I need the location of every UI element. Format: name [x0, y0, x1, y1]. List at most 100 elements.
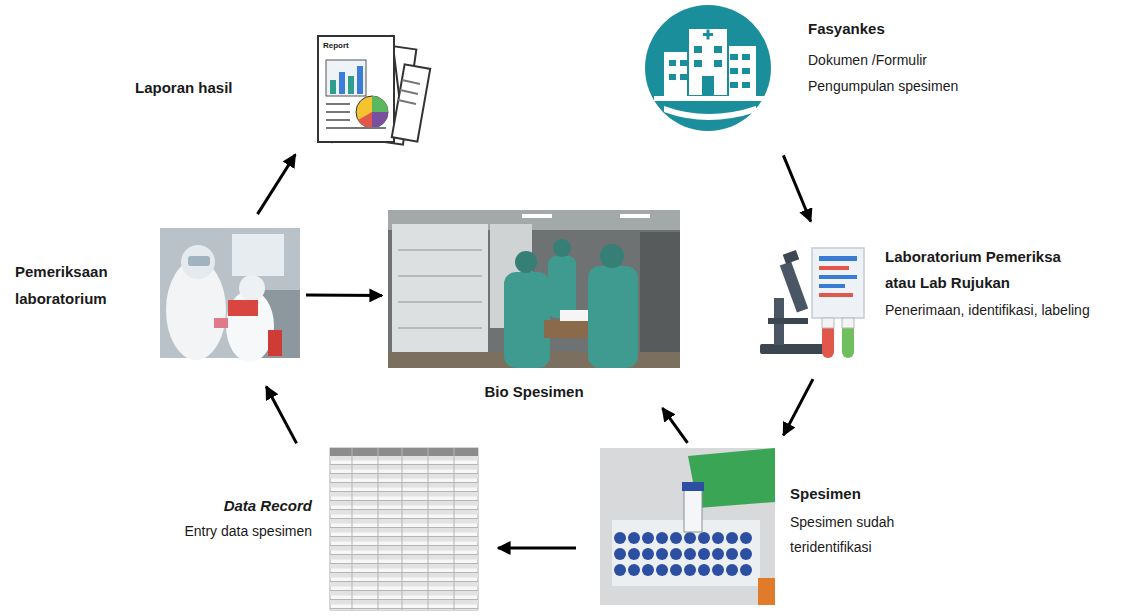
flow-arrow [266, 386, 296, 443]
biobank-photo-part [392, 224, 488, 368]
diagram-node: Bio Spesimen [386, 208, 682, 405]
report-icon-part [372, 112, 388, 128]
report-icon-part [357, 66, 363, 94]
hospital-icon-part [688, 28, 728, 96]
hospital-icon-part [664, 106, 756, 120]
report-icon-part [318, 36, 394, 142]
lab-icon [760, 248, 864, 358]
node-body: Dokumen /Formulir Pengumpulan spesimen [808, 47, 978, 99]
report-icon-part [392, 64, 430, 141]
biobank-photo-part [640, 232, 680, 352]
biobank-photo [388, 210, 680, 368]
report-icon-part [339, 72, 345, 94]
lab-photo-part [239, 275, 265, 301]
hospital-icon-part [730, 68, 738, 74]
specimen-photo-part [684, 488, 702, 532]
data-table-part [330, 448, 478, 610]
report-icon-part [356, 96, 388, 128]
biobank-photo-part [398, 327, 482, 329]
hospital-icon-part [742, 82, 750, 88]
biobank-photo-part [398, 301, 482, 303]
lab-icon-part [819, 266, 849, 270]
flow-arrow [498, 546, 576, 549]
report-icon-part [398, 100, 416, 104]
report-icon-part [402, 80, 420, 84]
diagram-node: FasyankesDokumen /Formulir Pengumpulan s… [645, 5, 1025, 135]
report-icon-part [330, 80, 336, 94]
lab-icon-part [822, 318, 834, 328]
lab-icon-part [822, 318, 834, 358]
lab-photo-part [181, 245, 215, 279]
biobank-photo-part [620, 214, 650, 218]
diagram-node: Laporan hasil [130, 28, 428, 152]
biobank-photo-part [398, 249, 482, 251]
hospital-icon [645, 5, 771, 131]
lab-icon-part [760, 344, 826, 354]
data-table-part [454, 448, 455, 610]
node-heading: Laporan hasil [135, 78, 233, 97]
biobank-photo-part [588, 266, 638, 368]
report-icon-part [326, 119, 350, 121]
lab-icon-part [842, 318, 854, 358]
diagram-node: Pemeriksaan laboratorium [12, 226, 302, 360]
hospital-icon-part [694, 46, 702, 53]
flow-arrow [258, 155, 296, 215]
report-caption: Report [323, 41, 349, 51]
lab-icon-part [768, 318, 808, 324]
lab-photo-part [214, 318, 228, 328]
lab-icon-part [842, 318, 854, 328]
data-table-part [428, 448, 429, 610]
node-body: Penerimaan, identifikasi, labeling [885, 297, 1090, 323]
node-heading: Pemeriksaan laboratorium [15, 258, 135, 312]
lab-icon-part [812, 248, 864, 318]
flow-arrow [783, 155, 810, 221]
hospital-icon-part [714, 60, 722, 67]
data-table-part [352, 448, 353, 610]
lab-icon-part [819, 293, 853, 297]
lab-photo [160, 228, 300, 362]
data-table [330, 448, 478, 610]
hospital-icon-part [654, 96, 764, 101]
biobank-photo-part [600, 244, 624, 268]
hospital-icon-part [730, 54, 738, 60]
report-icon [318, 36, 430, 145]
node-heading: Data Record [224, 496, 312, 515]
diagram-node: Laboratorium Pemeriksa atau Lab RujukanP… [752, 240, 1094, 365]
lab-icon-part [819, 275, 857, 279]
specimen-photo-part [682, 482, 704, 491]
flow-arrow [783, 379, 813, 435]
lab-photo-part [188, 256, 210, 266]
report-icon-part [400, 90, 418, 94]
data-table-part [378, 448, 379, 610]
hospital-icon-part [680, 74, 687, 80]
lab-icon-part [819, 256, 857, 261]
biobank-photo-part [398, 275, 482, 277]
diagram-node: Data RecordEntry data spesimen [100, 446, 480, 611]
report-icon-part [326, 103, 350, 105]
lab-icon-part [819, 284, 845, 288]
hospital-icon-part [680, 60, 687, 66]
biobank-photo-part [388, 210, 680, 368]
node-heading: Laboratorium Pemeriksa atau Lab Rujukan [885, 244, 1090, 296]
report-icon-part [326, 111, 350, 113]
biobank-photo-part [548, 256, 576, 318]
specimen-photo-part [758, 578, 775, 605]
flow-arrow [662, 408, 687, 443]
hospital-icon-part [742, 68, 750, 74]
report-icon-part [326, 127, 386, 129]
node-body: Entry data spesimen [184, 522, 312, 540]
report-icon-part [358, 112, 372, 128]
node-heading: Bio Spesimen [484, 382, 583, 401]
lab-photo-part [228, 300, 258, 316]
hospital-icon-part [694, 60, 702, 67]
biobank-photo-part [553, 239, 571, 257]
hospital-icon-part [702, 76, 714, 96]
node-heading: Fasyankes [808, 19, 885, 38]
specimen-photo-part [600, 448, 775, 605]
node-body: Spesimen sudah teridentifikasi [790, 510, 920, 560]
diagram-node: SpesimenSpesimen sudah teridentifikasi [598, 446, 925, 608]
node-heading: Spesimen [790, 484, 861, 503]
hospital-icon-part [669, 74, 676, 80]
